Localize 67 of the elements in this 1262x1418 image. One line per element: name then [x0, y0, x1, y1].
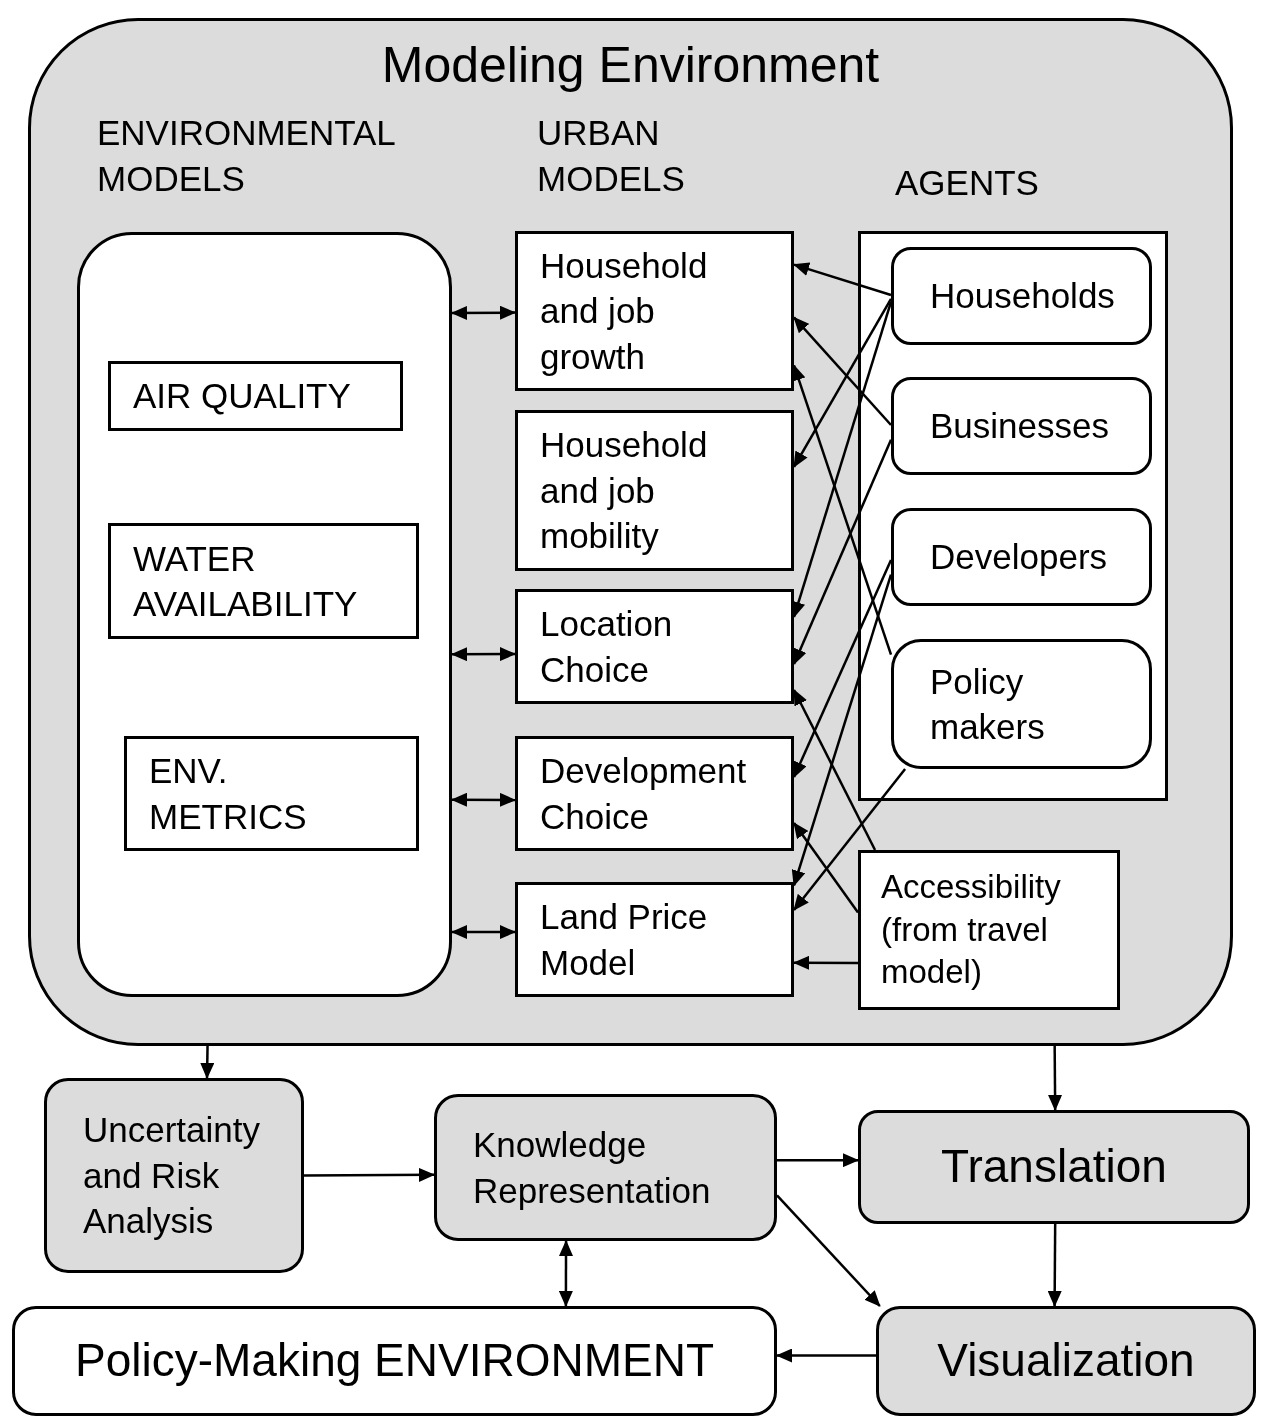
arrow — [791, 301, 893, 618]
model-box — [515, 882, 794, 997]
box-label: Development Choice — [540, 750, 748, 838]
column-heading: AGENTS — [895, 162, 1040, 204]
model-box — [515, 589, 794, 704]
container-panel — [28, 18, 1233, 1046]
arrow — [793, 822, 859, 914]
arrow — [791, 574, 893, 887]
process-box — [858, 1110, 1250, 1224]
arrow — [451, 647, 516, 662]
column-heading: ENVIRONMENTAL MODELS — [97, 112, 396, 200]
column-heading: URBAN MODELS — [537, 112, 686, 200]
box-label: Knowledge Representation — [473, 1124, 712, 1212]
arrow — [200, 1045, 215, 1079]
arrow — [792, 439, 893, 665]
panel-title: Modeling Environment — [381, 36, 880, 95]
arrow — [1048, 1046, 1063, 1111]
box-label: Household and job mobility — [540, 424, 709, 558]
arrow — [451, 305, 516, 320]
box-label: WATER AVAILABILITY — [133, 537, 359, 625]
model-box — [515, 231, 794, 391]
arrow — [793, 955, 858, 970]
box-label: Businesses — [930, 405, 1109, 448]
model-box — [858, 850, 1120, 1010]
arrow — [451, 925, 516, 939]
box-label: AIR QUALITY — [133, 375, 351, 418]
arrow — [793, 768, 907, 911]
process-box — [876, 1306, 1256, 1416]
arrow — [793, 262, 892, 297]
arrow — [777, 1153, 859, 1168]
arrow — [558, 1240, 573, 1307]
model-box — [108, 361, 403, 431]
box-label: Uncertainty and Risk Analysis — [83, 1109, 262, 1243]
arrow — [1047, 1224, 1062, 1307]
agent-box — [891, 508, 1152, 606]
model-box — [515, 736, 794, 851]
agent-box — [891, 247, 1152, 345]
arrow — [792, 298, 893, 468]
environment-box — [12, 1306, 777, 1416]
box-label: Visualization — [937, 1333, 1195, 1389]
box-label: Household and job growth — [540, 244, 709, 378]
model-box — [108, 523, 419, 639]
box-label: Developers — [930, 536, 1108, 579]
agent-box — [891, 639, 1152, 769]
arrow — [792, 559, 893, 778]
box-label: Location Choice — [540, 603, 674, 691]
arrow — [776, 1348, 876, 1363]
box-label: Policy makers — [930, 660, 1046, 748]
process-box — [44, 1078, 304, 1273]
model-box — [515, 410, 794, 571]
box-label: Households — [930, 275, 1115, 318]
arrow — [793, 316, 892, 426]
agent-box — [891, 377, 1152, 475]
process-box — [434, 1094, 777, 1241]
model-box — [124, 736, 419, 851]
agents-panel — [858, 231, 1168, 801]
rounded-panel — [77, 232, 452, 997]
arrow — [776, 1194, 881, 1307]
arrow — [304, 1167, 435, 1182]
box-label: Land Price Model — [540, 896, 709, 984]
arrow — [451, 792, 516, 807]
arrow — [792, 364, 893, 655]
box-label: Translation — [941, 1139, 1167, 1195]
box-label: Policy-Making ENVIRONMENT — [75, 1333, 714, 1389]
box-label: ENV. METRICS — [149, 750, 308, 838]
arrow — [792, 689, 877, 851]
box-label: Accessibility (from travel model) — [881, 866, 1062, 993]
